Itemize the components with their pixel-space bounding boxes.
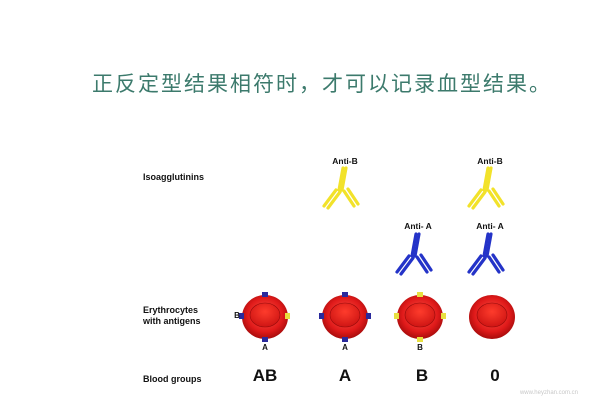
anti-b-label-group-ab: Anti-B	[332, 156, 358, 166]
row-label-erythrocytes-line2: with antigens	[143, 316, 201, 326]
row-label-erythrocytes-line1: Erythrocytes	[143, 305, 199, 315]
anti-b-antibody-group-o	[467, 166, 505, 210]
blood-group-o: 0	[490, 366, 500, 385]
anti-a-antibody-group-b	[395, 232, 433, 276]
row-label-isoagglutinins: Isoagglutinins	[143, 172, 205, 182]
anti-a-antibody-group-o	[467, 232, 505, 276]
watermark: www.heyzhan.com.cn	[519, 390, 578, 396]
erythrocyte-group-b	[394, 292, 446, 342]
antigen-a-marker	[342, 337, 348, 342]
antigen-a-marker	[262, 337, 268, 342]
erythrocyte-group-ab	[239, 292, 290, 342]
antigen-a-marker	[239, 313, 244, 319]
antigen-a-marker	[366, 313, 371, 319]
anti-b-label-group-o: Anti-B	[477, 156, 503, 166]
row-label-blood-groups: Blood groups	[143, 374, 202, 384]
erythrocyte-group-o	[468, 294, 516, 340]
anti-a-label-group-b: Anti- A	[404, 221, 432, 231]
blood-group-ab: AB	[252, 366, 278, 385]
antigen-a-marker	[262, 292, 268, 297]
anti-b-antibody-group-ab	[322, 166, 360, 210]
antigen-b-marker	[394, 313, 399, 319]
antigen-b-marker	[285, 313, 290, 319]
antigen-a-marker	[342, 292, 348, 297]
erythrocyte-group-a	[319, 292, 371, 342]
antigen-label-a-group-ab: A	[262, 343, 268, 352]
anti-a-label-group-o: Anti- A	[476, 221, 504, 231]
antigen-label-b: B	[234, 311, 240, 320]
antigen-b-marker	[417, 292, 423, 297]
antigen-label-b-group-b: B	[417, 343, 423, 352]
page-heading: 正反定型结果相符时，才可以记录血型结果。	[92, 72, 552, 96]
antigen-a-marker	[319, 313, 324, 319]
blood-group-b: B	[415, 366, 429, 385]
antigen-b-marker	[417, 337, 423, 342]
antigen-label-a-group-a: A	[342, 343, 348, 352]
antigen-b-marker	[441, 313, 446, 319]
row-label-erythrocytes: Erythrocytes with antigens	[143, 305, 201, 327]
blood-group-a: A	[338, 366, 352, 385]
